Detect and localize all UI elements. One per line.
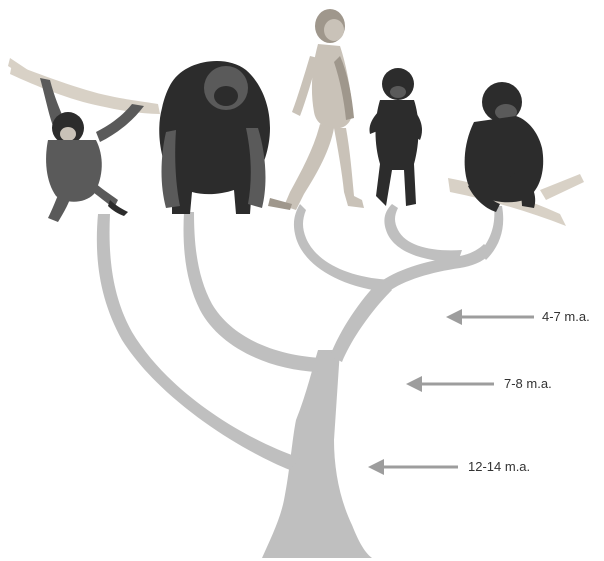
label-7-8: 7-8 m.a.: [504, 376, 552, 391]
label-4-7: 4-7 m.a.: [542, 309, 590, 324]
orangutan-icon: [8, 58, 160, 222]
chimpanzee-icon: [448, 82, 584, 226]
branch-orangutan: [97, 214, 300, 470]
gorilla-icon: [159, 61, 270, 214]
branch-bonobo: [384, 204, 462, 262]
branch-chimp: [480, 206, 503, 260]
tree-branches: [97, 204, 503, 558]
branch-hominine: [330, 280, 392, 362]
label-12-14: 12-14 m.a.: [468, 459, 530, 474]
divergence-arrows: [368, 309, 534, 475]
arrow-12-14: [368, 459, 458, 475]
branch-human: [294, 204, 392, 292]
arrow-4-7: [446, 309, 534, 325]
human-icon: [268, 9, 364, 210]
arrow-7-8: [406, 376, 494, 392]
bonobo-icon: [369, 68, 422, 206]
